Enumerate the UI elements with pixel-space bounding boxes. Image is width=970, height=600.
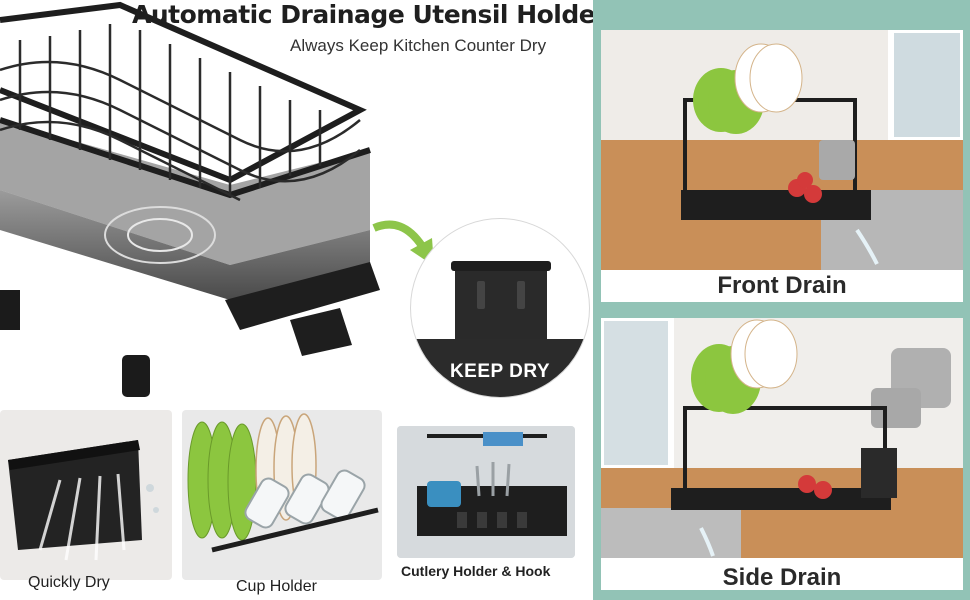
feature-tile-quickly-dry <box>0 410 172 580</box>
side-drain-card: Side Drain <box>601 318 963 590</box>
keep-dry-callout: KEEP DRY <box>410 218 590 398</box>
side-drain-label: Side Drain <box>722 564 842 590</box>
feature-tile-cutlery-holder <box>397 426 575 558</box>
page-title: Automatic Drainage Utensil Holder <box>132 0 595 29</box>
keep-dry-label: KEEP DRY <box>449 361 551 382</box>
utensil-holder-cup-image <box>451 261 551 345</box>
cutlery-holder-image <box>397 426 575 558</box>
front-drain-kitchen-photo <box>601 30 963 270</box>
front-drain-label: Front Drain <box>717 272 847 299</box>
caption-cup-holder: Cup Holder <box>236 578 317 595</box>
product-feature-panel: Automatic Drainage Utensil Holder Always… <box>0 0 595 595</box>
caption-cutlery-holder: Cutlery Holder & Hook <box>401 563 551 579</box>
caption-quickly-dry: Quickly Dry <box>28 574 110 591</box>
dish-rack-hero-image <box>0 1 380 397</box>
feature-tile-cup-holder <box>182 410 382 580</box>
page-subtitle: Always Keep Kitchen Counter Dry <box>290 36 547 55</box>
drying-cup-image <box>8 440 159 561</box>
keep-dry-band <box>411 339 589 397</box>
cup-holder-image <box>187 413 379 553</box>
drain-views-panel: Front Drain Side Drain <box>593 0 970 600</box>
side-drain-kitchen-photo <box>601 318 963 558</box>
front-drain-card: Front Drain <box>601 30 963 302</box>
